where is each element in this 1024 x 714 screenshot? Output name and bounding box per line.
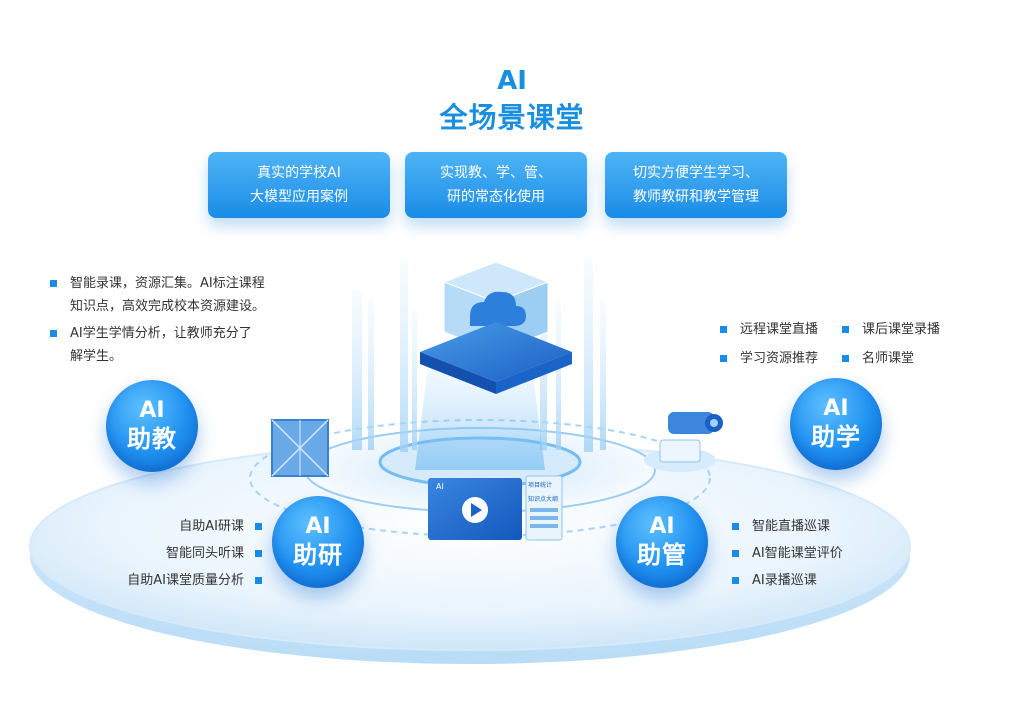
manage-bullet-item: AI录播巡课 <box>732 569 932 592</box>
feature-box-line: 实现教、学、管、 <box>440 165 552 181</box>
feature-box-case: 真实的学校AI 大模型应用案例 <box>208 152 390 218</box>
cloud-cube <box>420 261 572 394</box>
learn-bullet-list: 远程课堂直播 课后课堂录播 学习资源推荐 名师课堂 <box>720 318 980 370</box>
feature-box-convenience: 切实方便学生学习、 教师教研和教学管理 <box>605 152 787 218</box>
manage-bullet-item: AI智能课堂评价 <box>732 542 932 565</box>
ai-learn-circle: AI 助学 <box>790 378 882 470</box>
ai-manage-circle: AI 助管 <box>616 496 708 588</box>
video-side-label-1: 项目统计 <box>528 482 553 489</box>
ai-manage-circle-line2: 助管 <box>637 541 687 569</box>
ai-manage-circle-line1: AI <box>649 514 675 539</box>
teach-bullet-line: 智能录课，资源汇集。AI标注课程 <box>70 276 265 291</box>
teach-bullet-line: 知识点，高效完成校本资源建设。 <box>70 299 266 314</box>
research-bullet-item: 自助AI课堂质量分析 <box>80 569 262 592</box>
ai-teach-circle-line2: 助教 <box>127 425 177 453</box>
feature-box-line: 真实的学校AI <box>257 165 341 181</box>
feature-box-line: 教师教研和教学管理 <box>633 189 759 205</box>
ai-research-circle: AI 助研 <box>272 496 364 588</box>
feature-box-line: 研的常态化使用 <box>447 189 545 205</box>
ai-research-circle-line2: 助研 <box>293 541 343 569</box>
feature-box-line: 大模型应用案例 <box>250 189 348 205</box>
page-title: 全场景课堂 <box>439 101 585 134</box>
teach-bullet-item: AI学生学情分析，让教师充分了 解学生。 <box>50 322 310 368</box>
learn-bullet-item: 学习资源推荐 <box>720 347 818 370</box>
teach-bullet-list: 智能录课，资源汇集。AI标注课程 知识点，高效完成校本资源建设。 AI学生学情分… <box>50 272 310 368</box>
video-panel <box>428 475 563 541</box>
learn-bullet-item: 远程课堂直播 <box>720 318 818 341</box>
camera-device <box>644 412 723 472</box>
learn-bullet-item: 课后课堂录播 <box>842 318 940 341</box>
research-bullet-item: 智能同头听课 <box>80 542 262 565</box>
research-bullet-item: 自助AI研课 <box>80 515 262 538</box>
feature-box-usage: 实现教、学、管、 研的常态化使用 <box>405 152 587 218</box>
page-title-ai: AI <box>497 66 527 96</box>
learn-bullet-item: 名师课堂 <box>842 347 914 370</box>
teach-bullet-line: 解学生。 <box>70 349 123 364</box>
manage-bullet-item: 智能直播巡课 <box>732 515 932 538</box>
ai-research-circle-line1: AI <box>305 514 331 539</box>
video-panel-label: AI <box>436 482 444 491</box>
manage-bullet-list: 智能直播巡课 AI智能课堂评价 AI录播巡课 <box>732 515 932 592</box>
ai-learn-circle-line2: 助学 <box>811 423 861 451</box>
feature-box-line: 切实方便学生学习、 <box>633 165 759 181</box>
ai-teach-circle: AI 助教 <box>106 380 198 472</box>
video-side-label-2: 知识点大纲 <box>528 496 559 503</box>
teach-bullet-item: 智能录课，资源汇集。AI标注课程 知识点，高效完成校本资源建设。 <box>50 272 310 318</box>
grid-tile <box>271 419 329 477</box>
research-bullet-list: 自助AI研课 智能同头听课 自助AI课堂质量分析 <box>80 515 262 592</box>
ai-learn-circle-line1: AI <box>823 396 849 421</box>
ai-teach-circle-line1: AI <box>139 398 165 423</box>
teach-bullet-line: AI学生学情分析，让教师充分了 <box>70 326 252 341</box>
